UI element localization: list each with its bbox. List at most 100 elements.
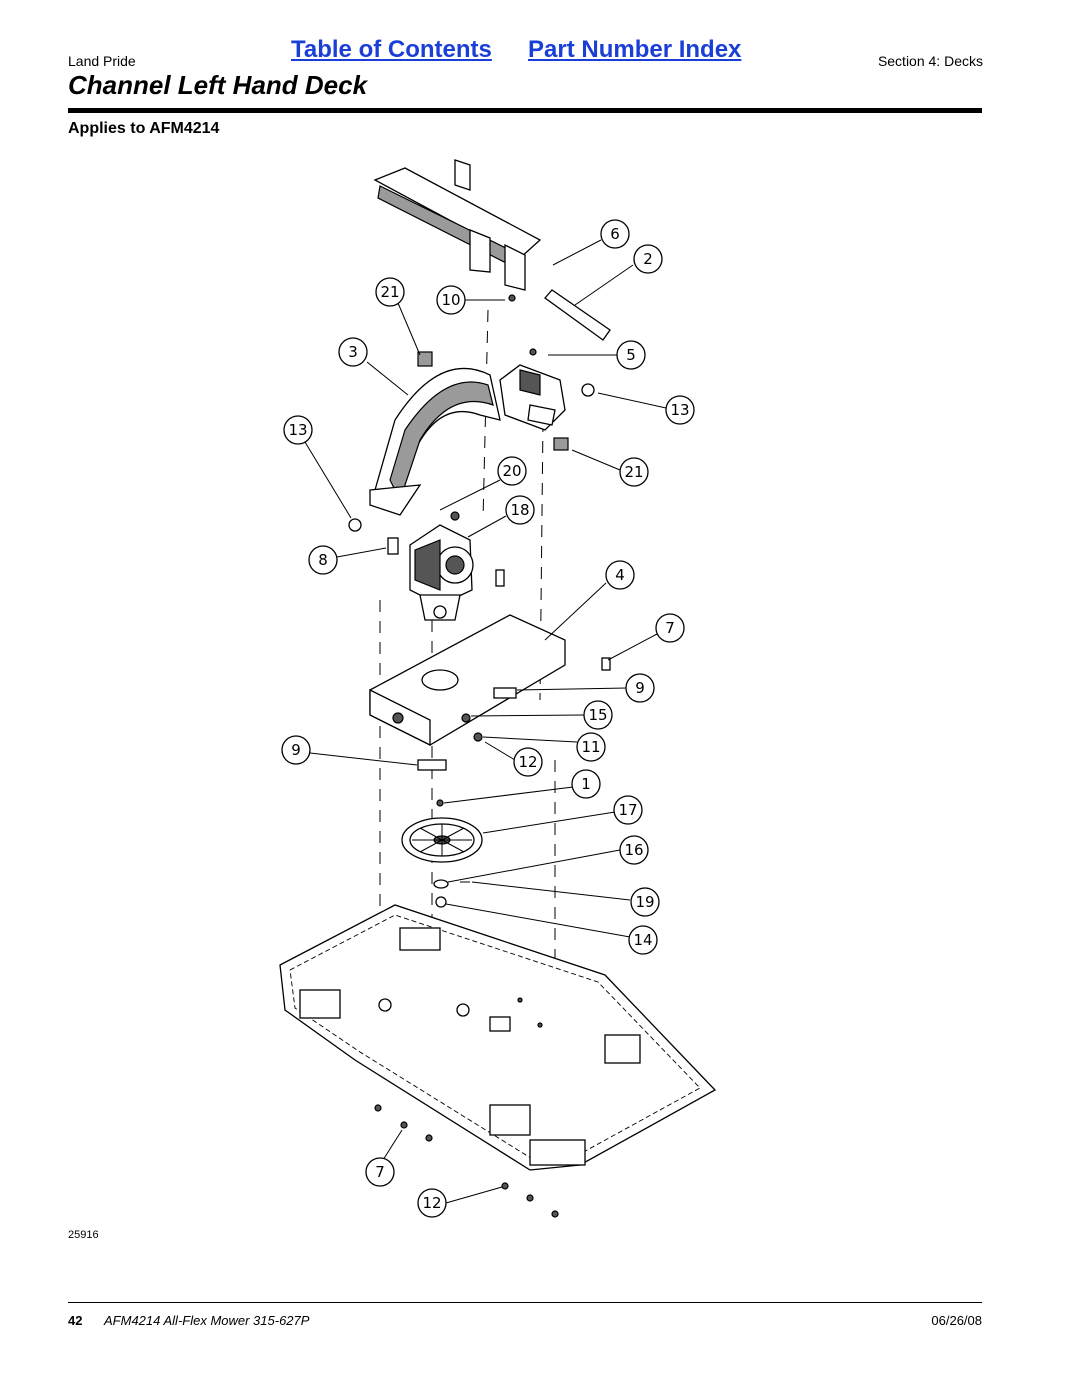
page-title: Channel Left Hand Deck bbox=[68, 70, 368, 100]
callout-16: 16 bbox=[619, 835, 649, 865]
callout-5-label: 5 bbox=[626, 346, 636, 364]
leader-line bbox=[516, 687, 628, 691]
callout-18: 18 bbox=[505, 495, 535, 525]
leader-line bbox=[544, 582, 607, 641]
callout-13-label: 13 bbox=[670, 401, 689, 419]
bolt-part bbox=[529, 348, 537, 356]
figure-number: 25916 bbox=[68, 1229, 99, 1241]
bolt-part bbox=[387, 537, 399, 555]
callout-12: 12 bbox=[417, 1188, 447, 1218]
clevis-block-part bbox=[499, 364, 566, 431]
hex-nut-part bbox=[435, 896, 447, 908]
callout-15-label: 15 bbox=[588, 706, 607, 724]
callout-17-label: 17 bbox=[618, 801, 637, 819]
table-of-contents-link[interactable]: Table of Contents bbox=[291, 36, 492, 63]
callout-21-label: 21 bbox=[624, 463, 643, 481]
pivot-pin-part bbox=[544, 289, 611, 341]
callout-6-label: 6 bbox=[610, 225, 620, 243]
callout-6: 6 bbox=[600, 219, 630, 249]
callout-3-label: 3 bbox=[348, 343, 358, 361]
leader-line bbox=[382, 1129, 403, 1161]
callout-4-label: 4 bbox=[615, 566, 625, 584]
part-number-index-link[interactable]: Part Number Index bbox=[528, 36, 742, 63]
callout-20: 20 bbox=[497, 456, 527, 486]
hex-nut-part bbox=[581, 383, 595, 397]
callout-20-label: 20 bbox=[502, 462, 521, 480]
bolt-part bbox=[374, 1104, 382, 1112]
leader-line bbox=[304, 441, 352, 519]
hitch-frame-part bbox=[373, 159, 542, 291]
callout-21: 21 bbox=[619, 457, 649, 487]
callout-5: 5 bbox=[616, 340, 646, 370]
page-number: 42 bbox=[68, 1313, 83, 1328]
bolt-part bbox=[493, 687, 517, 699]
callout-21: 21 bbox=[375, 277, 405, 307]
bolt-part bbox=[601, 657, 611, 671]
callout-13: 13 bbox=[665, 395, 695, 425]
mounting-plate-part bbox=[369, 614, 566, 747]
leader-line bbox=[309, 752, 418, 766]
shoulder-bolt-part bbox=[417, 759, 447, 771]
title-divider bbox=[68, 108, 982, 113]
callout-13: 13 bbox=[283, 415, 313, 445]
leader-line bbox=[397, 302, 421, 356]
pulley-part bbox=[401, 817, 483, 863]
brand-label: Land Pride bbox=[68, 53, 136, 69]
callout-7: 7 bbox=[365, 1157, 395, 1187]
bolt-part bbox=[450, 511, 460, 521]
hex-nut-part bbox=[526, 1194, 534, 1202]
leader-line bbox=[482, 736, 578, 743]
callout-12-label: 12 bbox=[422, 1194, 441, 1212]
callout-14: 14 bbox=[628, 925, 658, 955]
leader-line bbox=[470, 714, 585, 717]
bushing-part bbox=[417, 351, 433, 367]
callout-19: 19 bbox=[630, 887, 660, 917]
callout-12-label: 12 bbox=[518, 753, 537, 771]
callout-16-label: 16 bbox=[624, 841, 643, 859]
washer-part bbox=[433, 879, 449, 889]
leader-line bbox=[607, 633, 658, 661]
leader-line bbox=[467, 515, 507, 538]
manual-title: AFM4214 All-Flex Mower 315-627P bbox=[104, 1313, 310, 1328]
leader-line bbox=[445, 1186, 503, 1204]
callout-7-label: 7 bbox=[665, 619, 675, 637]
callout-11-label: 11 bbox=[581, 738, 600, 756]
callout-1: 1 bbox=[571, 769, 601, 799]
leader-line bbox=[443, 786, 574, 804]
callout-7-label: 7 bbox=[375, 1163, 385, 1181]
callout-13-label: 13 bbox=[288, 421, 307, 439]
leader-line bbox=[366, 361, 409, 396]
callout-11: 11 bbox=[576, 732, 606, 762]
callout-2-label: 2 bbox=[643, 250, 653, 268]
hex-nut-part bbox=[551, 1210, 559, 1218]
callout-1-label: 1 bbox=[581, 775, 591, 793]
leader-line bbox=[471, 881, 631, 901]
leader-line bbox=[336, 547, 387, 558]
bolt-part bbox=[436, 799, 444, 807]
applies-to-label: Applies to AFM4214 bbox=[68, 120, 220, 137]
gearbox-part bbox=[409, 524, 474, 621]
section-label: Section 4: Decks bbox=[877, 53, 983, 69]
callout-14-label: 14 bbox=[633, 931, 652, 949]
callout-3: 3 bbox=[338, 337, 368, 367]
hex-nut-part bbox=[348, 518, 362, 532]
leader-line bbox=[574, 264, 634, 306]
bolt-part bbox=[495, 569, 505, 587]
callout-21-label: 21 bbox=[380, 283, 399, 301]
leader-line bbox=[447, 849, 621, 883]
callout-7: 7 bbox=[655, 613, 685, 643]
callout-12: 12 bbox=[513, 747, 543, 777]
callout-9-label: 9 bbox=[291, 741, 301, 759]
footer-divider bbox=[68, 1302, 982, 1303]
mower-deck-part bbox=[279, 904, 717, 1171]
callout-4: 4 bbox=[605, 560, 635, 590]
bushing-part bbox=[553, 437, 569, 451]
leader-line bbox=[597, 392, 667, 409]
exploded-parts-diagram: 6 2 21 10 3 5 13 13 20 21 18 8 4 7 9 15 … bbox=[279, 159, 717, 1218]
leader-line bbox=[484, 741, 516, 761]
callout-18-label: 18 bbox=[510, 501, 529, 519]
callout-10-label: 10 bbox=[441, 291, 460, 309]
hex-nut-part bbox=[473, 732, 483, 742]
bolt-part bbox=[400, 1121, 408, 1129]
callout-10: 10 bbox=[436, 285, 466, 315]
